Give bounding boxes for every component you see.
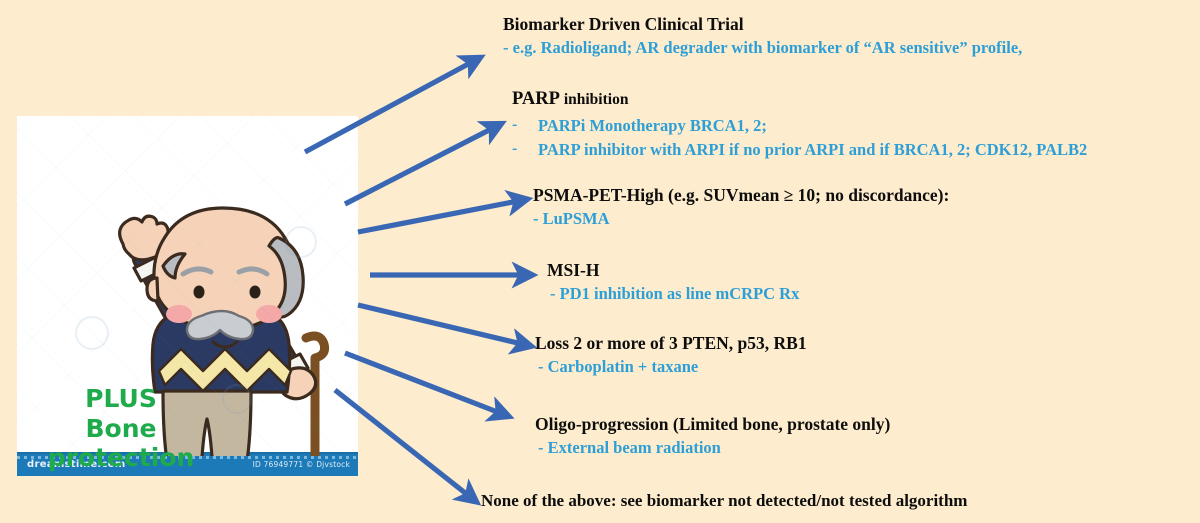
branch-parp-inhibition: PARP inhibition - PARPi Monotherapy BRCA… bbox=[512, 88, 1087, 160]
bullet-dash: - bbox=[512, 116, 518, 134]
branch-header-rest: inhibition bbox=[559, 91, 629, 108]
stock-photo-panel: PLUS Bone protection dreamstime.com ID 7… bbox=[17, 116, 358, 476]
branch-loss-pten-p53-rb1: Loss 2 or more of 3 PTEN, p53, RB1 - Car… bbox=[535, 333, 807, 378]
arrow-to-oligo bbox=[344, 350, 515, 422]
arrow-to-parp bbox=[343, 120, 507, 207]
branch-header-lead: PARP bbox=[512, 89, 560, 109]
bone-protection-caption: PLUS Bone protection bbox=[47, 384, 195, 472]
watermark-dotted-rule bbox=[17, 456, 358, 459]
watermark-swirl-icon bbox=[222, 384, 252, 414]
branch-sub-item: PARP inhibitor with ARPI if no prior ARP… bbox=[538, 139, 1088, 159]
bullet-dash: - bbox=[512, 139, 518, 157]
branch-header: Oligo-progression (Limited bone, prostat… bbox=[535, 414, 891, 434]
branch-header: PARP inhibition bbox=[512, 88, 1087, 110]
branch-sub-item: - Carboplatin + taxane bbox=[538, 357, 699, 376]
branch-header: Loss 2 or more of 3 PTEN, p53, RB1 bbox=[535, 333, 807, 353]
branch-biomarker-driven-clinical-trial: Biomarker Driven Clinical Trial - e.g. R… bbox=[503, 14, 1022, 59]
branch-sub-row: - PARPi Monotherapy BRCA1, 2; bbox=[512, 116, 1087, 137]
branch-sub-row: - PARP inhibitor with ARPI if no prior A… bbox=[512, 140, 1087, 161]
watermark-swirl-icon bbox=[285, 226, 317, 258]
branch-header: Biomarker Driven Clinical Trial bbox=[503, 14, 744, 34]
branch-none-of-the-above: None of the above: see biomarker not det… bbox=[481, 491, 968, 510]
dreamstime-id-label: ID 76949771 © Djvstock bbox=[252, 460, 350, 469]
branch-msi-high: MSI-H - PD1 inhibition as line mCRPC Rx bbox=[547, 260, 799, 305]
branch-sub-item: - External beam radiation bbox=[538, 438, 721, 457]
branch-header: PSMA-PET-High (e.g. SUVmean ≥ 10; no dis… bbox=[533, 185, 950, 205]
branch-sub-item: - e.g. Radioligand; AR degrader with bio… bbox=[503, 38, 1023, 57]
branch-psma-pet-high: PSMA-PET-High (e.g. SUVmean ≥ 10; no dis… bbox=[533, 185, 949, 230]
arrow-to-loss-pten bbox=[357, 302, 538, 355]
branch-sub-item: - LuPSMA bbox=[533, 209, 610, 228]
branch-oligo-progression: Oligo-progression (Limited bone, prostat… bbox=[535, 414, 890, 459]
branch-sub-item: PARPi Monotherapy BRCA1, 2; bbox=[538, 116, 767, 136]
branch-sub-item: - PD1 inhibition as line mCRPC Rx bbox=[550, 284, 800, 303]
arrow-to-psma-pet bbox=[357, 189, 534, 235]
dreamstime-brand-label: dreamstime.com bbox=[27, 459, 126, 470]
branch-header: MSI-H bbox=[547, 260, 600, 280]
watermark-swirl-icon bbox=[75, 316, 109, 350]
